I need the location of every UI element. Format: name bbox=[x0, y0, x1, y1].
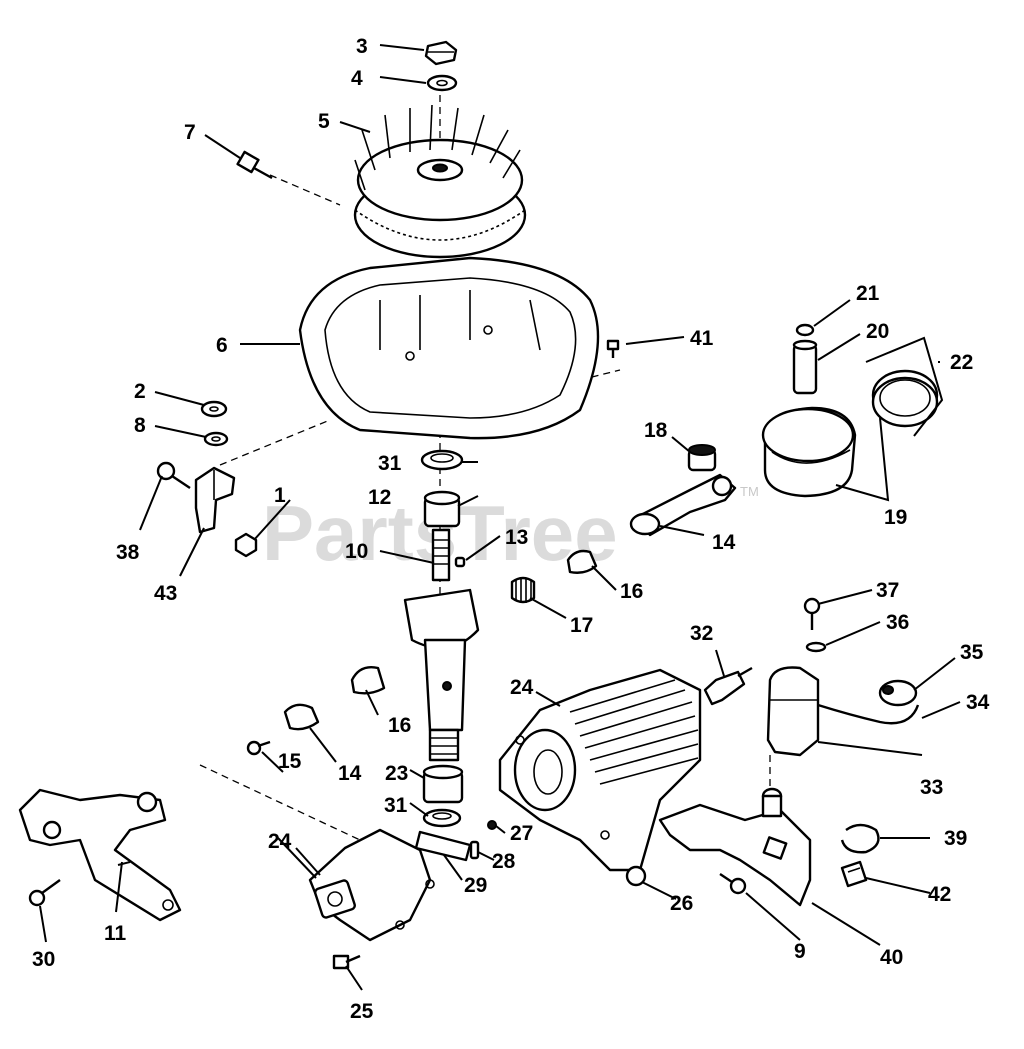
rod-half-lower bbox=[283, 703, 320, 731]
callout-14-rod: 14 bbox=[712, 531, 736, 554]
callout-12: 12 bbox=[368, 486, 391, 509]
callout-3: 3 bbox=[356, 35, 368, 58]
crankcase-screw bbox=[332, 954, 361, 970]
callout-23: 23 bbox=[385, 762, 408, 785]
callout-22: 22 bbox=[950, 351, 973, 374]
cylinder bbox=[498, 668, 702, 872]
spring-clip bbox=[840, 860, 868, 888]
callout-24-crankcase: 24 bbox=[268, 830, 292, 853]
callout-18: 18 bbox=[644, 419, 668, 442]
callout-36: 36 bbox=[886, 611, 909, 634]
reed-valve bbox=[414, 830, 472, 862]
callout-16-upper: 16 bbox=[620, 580, 643, 603]
lever-screw bbox=[28, 879, 61, 907]
washer-8 bbox=[203, 431, 229, 447]
spark-plug bbox=[703, 666, 753, 706]
callout-7: 7 bbox=[184, 121, 196, 144]
callout-11: 11 bbox=[104, 922, 127, 945]
piston bbox=[761, 406, 857, 498]
crankcase bbox=[308, 828, 435, 942]
callout-17: 17 bbox=[570, 614, 593, 637]
nut-2 bbox=[200, 400, 228, 418]
callout-26: 26 bbox=[670, 892, 693, 915]
callout-40: 40 bbox=[880, 946, 903, 969]
callout-35: 35 bbox=[960, 641, 984, 664]
flywheel-nut bbox=[424, 40, 458, 66]
flywheel-key bbox=[454, 556, 466, 568]
callout-20: 20 bbox=[866, 320, 889, 343]
stop-switch-bracket bbox=[658, 787, 812, 907]
crankshaft bbox=[403, 528, 480, 762]
wrist-pin bbox=[792, 339, 818, 395]
ignition-bracket bbox=[194, 466, 236, 534]
small-screw bbox=[487, 820, 497, 830]
callout-10: 10 bbox=[345, 540, 368, 563]
bracket-screw bbox=[156, 461, 191, 489]
callout-43: 43 bbox=[154, 582, 177, 605]
dowel-pin bbox=[469, 840, 480, 860]
callout-38: 38 bbox=[116, 541, 140, 564]
callout-16-lower: 16 bbox=[388, 714, 411, 737]
callout-1: 1 bbox=[274, 484, 286, 507]
coil-washer bbox=[805, 641, 827, 653]
callout-28: 28 bbox=[492, 850, 516, 873]
callout-29: 29 bbox=[464, 874, 487, 897]
crankcase-plug bbox=[625, 865, 647, 887]
connecting-rod bbox=[629, 473, 737, 537]
callout-21: 21 bbox=[856, 282, 880, 305]
retaining-ring bbox=[840, 823, 880, 854]
callout-31-upper: 31 bbox=[378, 452, 402, 475]
callout-24-cylinder: 24 bbox=[510, 676, 534, 699]
callout-39: 39 bbox=[944, 827, 967, 850]
watermark-trademark: TM bbox=[740, 484, 759, 499]
flywheel bbox=[353, 104, 527, 259]
callout-6: 6 bbox=[216, 334, 228, 357]
rod-cap-upper bbox=[566, 549, 598, 574]
callout-15: 15 bbox=[278, 750, 302, 773]
callout-5: 5 bbox=[318, 110, 330, 133]
callout-4: 4 bbox=[351, 67, 363, 90]
upper-bearing bbox=[423, 490, 461, 528]
callout-25: 25 bbox=[350, 1000, 374, 1023]
callout-9: 9 bbox=[794, 940, 806, 963]
callout-14-lower: 14 bbox=[338, 762, 362, 785]
callout-2: 2 bbox=[134, 380, 146, 403]
callout-labels: 1 2 3 4 5 6 7 8 9 10 11 12 13 14 14 14 1… bbox=[32, 35, 990, 1023]
coil-screw bbox=[803, 597, 821, 630]
lower-bearing bbox=[422, 764, 464, 804]
callout-8: 8 bbox=[134, 414, 146, 437]
callout-31-lower: 31 bbox=[384, 794, 408, 817]
flywheel-washer bbox=[426, 74, 458, 92]
wrist-pin-bearing bbox=[687, 444, 717, 472]
callout-13: 13 bbox=[505, 526, 528, 549]
blower-housing-screw bbox=[236, 150, 273, 180]
rod-screw bbox=[246, 740, 271, 756]
housing-screw bbox=[606, 339, 620, 358]
callout-19: 19 bbox=[884, 506, 907, 529]
throttle-lever bbox=[18, 788, 182, 922]
lower-oil-seal bbox=[422, 808, 462, 828]
callout-30: 30 bbox=[32, 948, 55, 971]
blower-housing bbox=[298, 256, 600, 440]
callout-33: 33 bbox=[920, 776, 943, 799]
callout-41: 41 bbox=[690, 327, 714, 350]
piston-rings bbox=[871, 369, 939, 428]
callout-27: 27 bbox=[510, 822, 533, 845]
rod-cap-lower bbox=[350, 666, 386, 695]
leader-lines bbox=[39, 44, 961, 991]
callout-34: 34 bbox=[966, 691, 990, 714]
spark-plug-boot bbox=[878, 679, 918, 707]
ignition-coil bbox=[766, 666, 820, 757]
callout-37: 37 bbox=[876, 579, 899, 602]
callout-32: 32 bbox=[690, 622, 713, 645]
upper-oil-seal bbox=[420, 449, 464, 471]
bracket-nut bbox=[234, 532, 258, 558]
pin-retainer bbox=[795, 323, 815, 337]
callout-42: 42 bbox=[928, 883, 951, 906]
high-tension-lead bbox=[817, 703, 920, 725]
needle-bearing bbox=[510, 576, 536, 604]
bracket-screw-9 bbox=[719, 873, 747, 895]
